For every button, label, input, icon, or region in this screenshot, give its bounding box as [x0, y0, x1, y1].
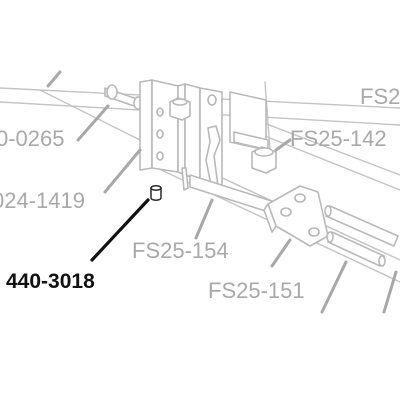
leader-fs25-151-plate [270, 238, 292, 268]
pin-lower-tip [378, 255, 386, 267]
pin-upper-end [324, 205, 332, 217]
bracket-hole-2 [156, 129, 164, 139]
leader-top-left [46, 70, 62, 88]
triangular-plate [263, 185, 329, 247]
callout-bottom-right: FS25-151 [208, 278, 305, 303]
leader-lines [46, 70, 398, 314]
leader-fs25-142 [274, 138, 292, 152]
callout-labels: FS2 0-0265 FS25-142 024-1419 FS25-154 FS… [0, 84, 400, 303]
bracket-hole-3 [156, 151, 164, 161]
callout-left-upper: 0-0265 [0, 126, 65, 151]
callout-top-right: FS2 [360, 84, 400, 109]
spacer-top [150, 185, 162, 191]
spring-lever [181, 125, 221, 191]
bracket-hole-4 [207, 94, 217, 106]
leader-fs25-154 [194, 198, 214, 240]
callout-right-upper: FS25-142 [290, 126, 387, 151]
hex-nut-top-face [172, 98, 188, 106]
plate-hole-left [280, 207, 292, 217]
leader-pin-right [382, 270, 398, 314]
upper-left-shaft [104, 84, 143, 110]
hex-nut-right-face [254, 147, 274, 157]
leader-440-3018 [90, 198, 150, 262]
plate-edge [263, 203, 277, 233]
rail-vertical [264, 81, 271, 151]
dowel-pins [324, 205, 399, 267]
plate-hole-bottom [308, 227, 320, 237]
plate-hole-top [294, 193, 306, 203]
spacer-body [150, 187, 162, 201]
leader-fs25-151-pin [320, 260, 348, 314]
bracket-slot-plate [184, 83, 201, 181]
lever-tab [181, 167, 189, 191]
callout-center: FS25-154 [132, 238, 229, 263]
leader-0-0265 [76, 104, 110, 142]
rail-diagonal-a [39, 89, 141, 141]
hex-standoff-top [169, 97, 191, 121]
pin-lower-end [326, 231, 334, 243]
spacer-440-3018 [150, 185, 162, 201]
right-bracket [229, 91, 269, 151]
bracket-face [151, 79, 179, 173]
hex-standoff-right [251, 146, 277, 174]
leader-024-1419 [103, 148, 142, 194]
callout-left-middle: 024-1419 [0, 188, 85, 213]
callout-highlighted: 440-3018 [6, 270, 95, 293]
shaft-collar [106, 84, 118, 100]
bracket-left-plate [139, 79, 153, 171]
bracket-hole-1 [156, 107, 164, 117]
